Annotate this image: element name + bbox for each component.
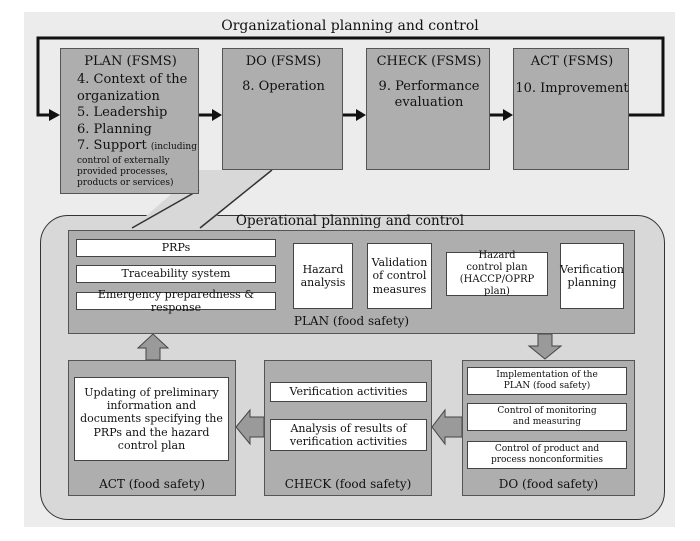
step-line: (HACCP/OPRP plan)	[459, 274, 535, 297]
outer-act-item: 10. Improvement	[515, 81, 629, 96]
step-line: Verification	[560, 262, 624, 276]
do-item-line: Implementation of the	[496, 370, 598, 381]
outer-do-box: DO (FSMS) 8. Operation	[222, 48, 343, 170]
list-item-emergency: Emergency preparedness & response	[76, 288, 276, 314]
outer-plan-item: 6. Planning	[77, 121, 152, 137]
act-item-line: Updating of preliminary	[84, 386, 219, 400]
do-item-line: Control of product and	[494, 444, 600, 455]
step-line: control plan	[466, 262, 528, 273]
check-item-line: verification activities	[289, 435, 408, 448]
act-item-updating: Updating of preliminary information and …	[74, 377, 229, 461]
do-item-line: Control of monitoring	[497, 406, 597, 417]
callout-wedge	[130, 170, 272, 230]
check-item-line: Analysis of results of	[290, 421, 407, 435]
step-line: analysis	[300, 276, 346, 289]
callout-edge-right	[199, 169, 273, 229]
inner-do-label: DO (food safety)	[498, 477, 599, 491]
outer-feedback-loop	[36, 36, 665, 117]
step-line: Hazard	[302, 262, 344, 276]
act-item-line: information and	[106, 399, 197, 413]
outer-act-box: ACT (FSMS) 10. Improvement	[513, 48, 629, 170]
inner-act-label: ACT (food safety)	[99, 477, 205, 491]
act-item-line: PRPs and the hazard	[93, 425, 210, 439]
support-detail-line: control of externally	[77, 155, 170, 166]
loop-arrowhead	[49, 109, 60, 121]
outer-check-item-line: evaluation	[394, 94, 464, 110]
outer-check-item-line: 9. Performance	[378, 79, 480, 94]
outer-plan-box: PLAN (FSMS) 4. Context of the organizati…	[60, 48, 199, 194]
callout-edge-left	[131, 189, 200, 229]
outer-check-box: CHECK (FSMS) 9. Performance evaluation	[366, 48, 490, 170]
arrow-plan-to-do	[527, 333, 563, 360]
outer-plan-item: 5. Leadership	[77, 105, 168, 120]
outer-do-title: DO (FSMS)	[245, 54, 322, 69]
outer-check-title: CHECK (FSMS)	[376, 54, 482, 69]
list-item-traceability: Traceability system	[76, 265, 276, 283]
support-detail-line: provided processes,	[77, 166, 169, 177]
arrow-check-to-act	[235, 408, 265, 446]
arrow-act-to-plan	[136, 333, 170, 361]
outer-loop-title: Organizational planning and control	[221, 18, 479, 34]
arrow-do-to-check	[431, 408, 463, 446]
do-item-line: and measuring	[512, 417, 582, 427]
act-item-line: documents specifying the	[80, 412, 223, 426]
outer-check-item: 9. Performance evaluation	[367, 79, 491, 110]
outer-act-title: ACT (FSMS)	[530, 54, 614, 69]
step-line: planning	[567, 276, 617, 289]
outer-plan-item: organization	[77, 88, 160, 104]
act-item-line: control plan	[117, 438, 186, 452]
outer-plan-item: 7. Support	[77, 138, 147, 153]
outer-plan-items: 4. Context of the organization 5. Leader…	[77, 72, 199, 189]
inner-panel-title: Operational planning and control	[235, 213, 465, 229]
step-line: Validation	[371, 256, 428, 270]
outer-plan-title: PLAN (FSMS)	[84, 54, 177, 69]
outer-plan-item: 4. Context of the	[77, 72, 188, 87]
inner-plan-label: PLAN (food safety)	[293, 314, 410, 328]
step-line: of control	[372, 269, 427, 283]
check-item-line: Verification activities	[289, 385, 408, 399]
support-details: control of externally provided processes…	[77, 156, 199, 189]
step-line: measures	[372, 282, 427, 296]
do-item-line: process nonconformities	[490, 455, 604, 465]
support-detail-line: products or services)	[77, 177, 174, 188]
outer-do-item: 8. Operation	[242, 79, 325, 94]
inner-check-label: CHECK (food safety)	[284, 477, 412, 491]
check-item-verification: Verification activities	[270, 382, 427, 402]
list-item-prps: PRPs	[76, 239, 276, 257]
support-note: (including	[150, 142, 197, 152]
do-item-line: PLAN (food safety)	[503, 381, 591, 391]
step-line: Hazard	[478, 250, 516, 261]
